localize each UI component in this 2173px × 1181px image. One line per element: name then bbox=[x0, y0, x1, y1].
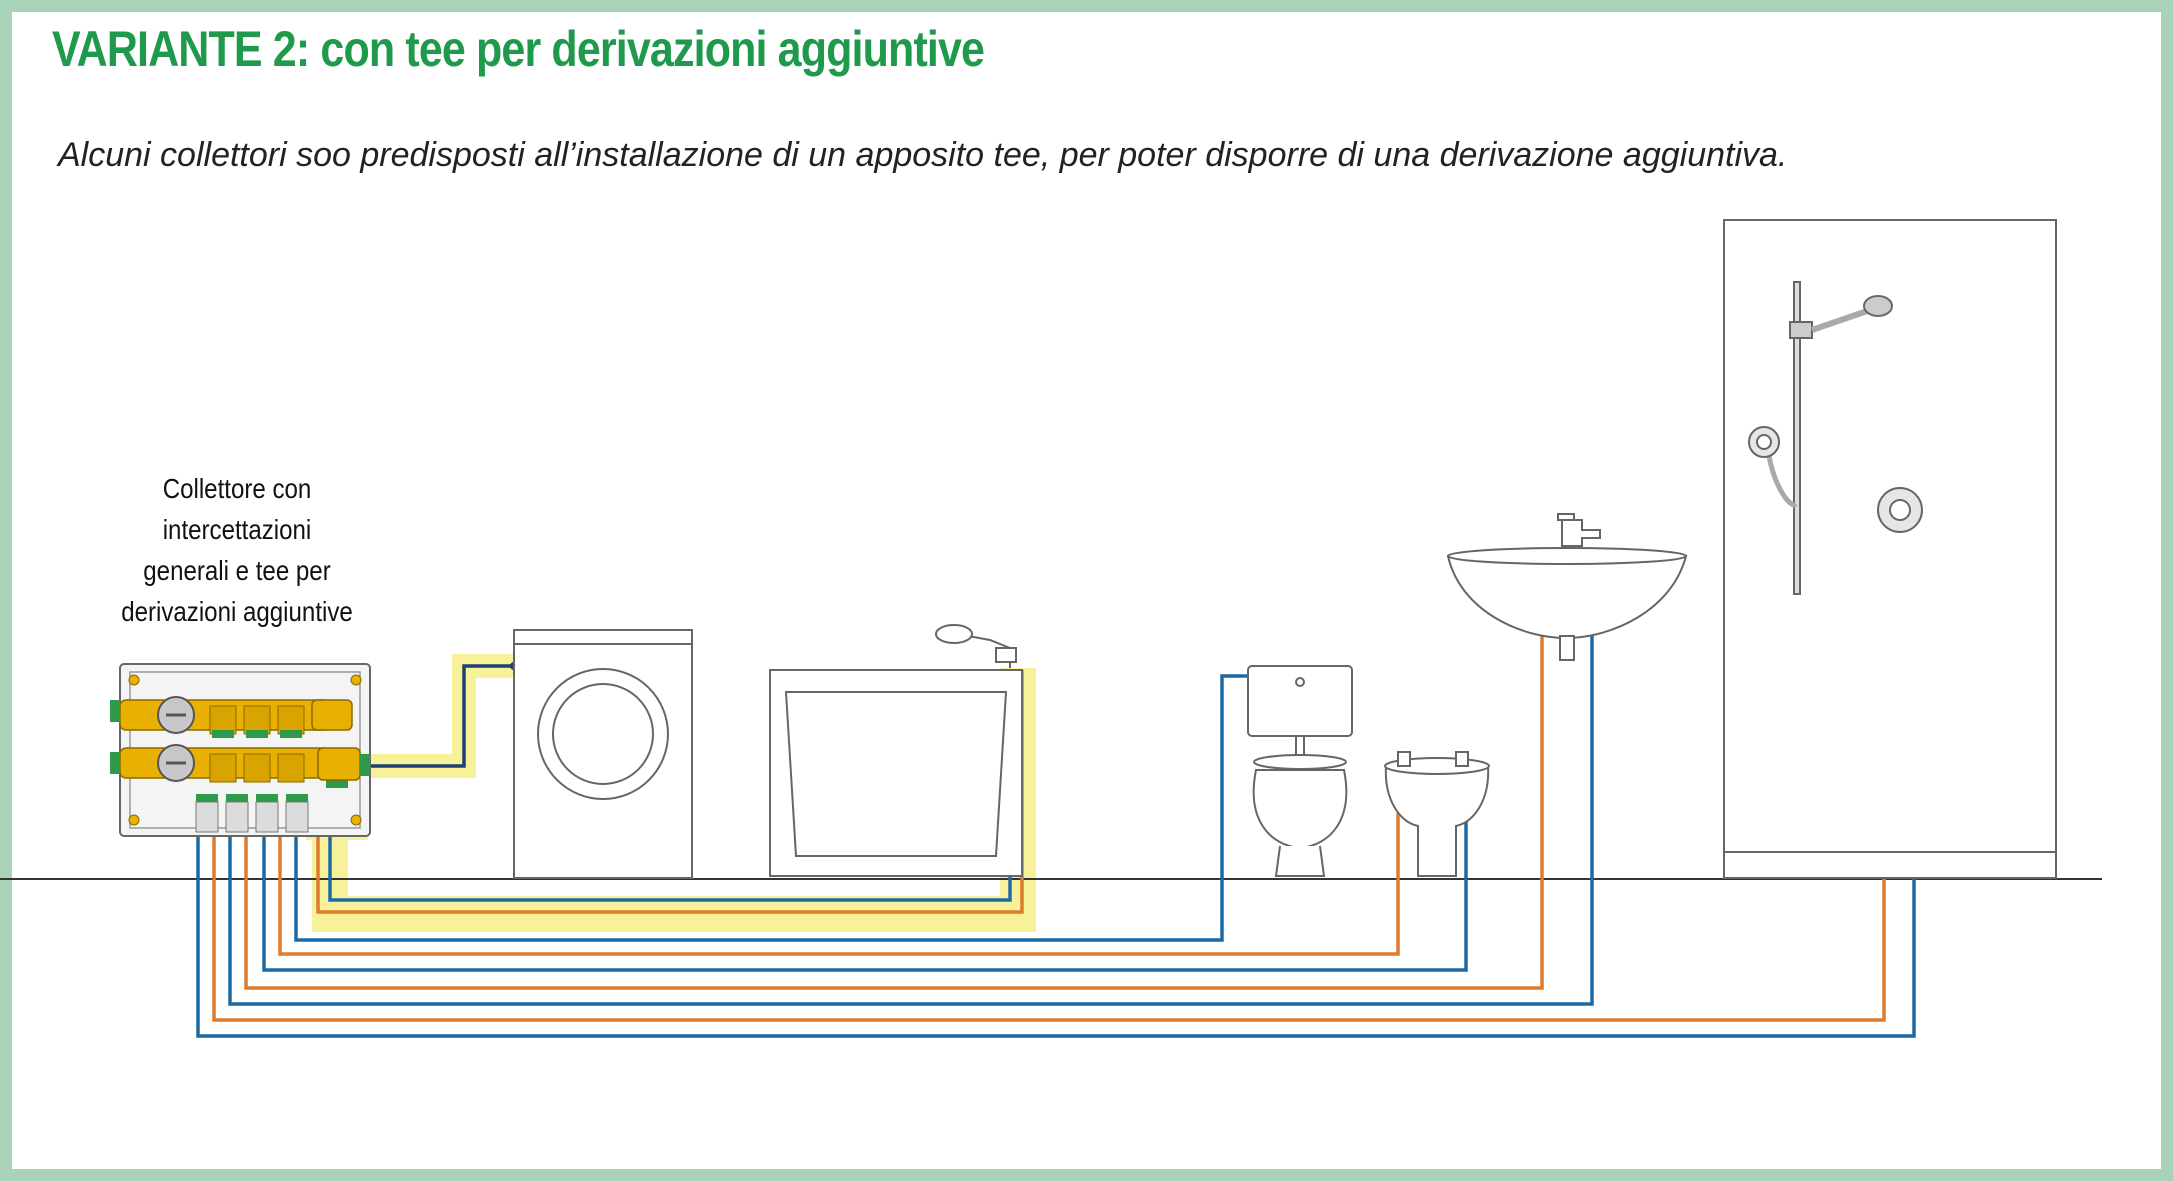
collector-manifold-icon bbox=[110, 663, 371, 837]
washbasin-pipe-hot bbox=[244, 632, 1544, 990]
collector-label-line: Collettore con bbox=[162, 473, 312, 504]
collector-label-line: generali e tee per bbox=[143, 555, 331, 586]
shower-icon bbox=[1723, 219, 2057, 879]
washing-machine-icon bbox=[513, 629, 693, 879]
toilet-icon bbox=[1247, 665, 1353, 877]
washbasin-icon bbox=[1446, 513, 1688, 661]
collector-label-line: intercettazioni bbox=[162, 514, 312, 545]
page-title: VARIANTE 2: con tee per derivazioni aggi… bbox=[52, 21, 985, 77]
collector-label: Collettore con intercettazioni generali … bbox=[82, 468, 392, 632]
collector-label-line: derivazioni aggiuntive bbox=[121, 596, 353, 627]
bidet-pipe-hot bbox=[278, 814, 1400, 956]
washbasin-pipe-cold bbox=[228, 632, 1594, 1006]
bidet-icon bbox=[1384, 751, 1490, 877]
bidet-pipe-cold bbox=[262, 814, 1468, 972]
toilet-pipe bbox=[294, 674, 1248, 942]
bathtub-icon bbox=[769, 624, 1023, 877]
page-subtitle: Alcuni collettori soo predisposti all’in… bbox=[58, 136, 1788, 174]
washing-machine-pipe bbox=[370, 664, 514, 768]
